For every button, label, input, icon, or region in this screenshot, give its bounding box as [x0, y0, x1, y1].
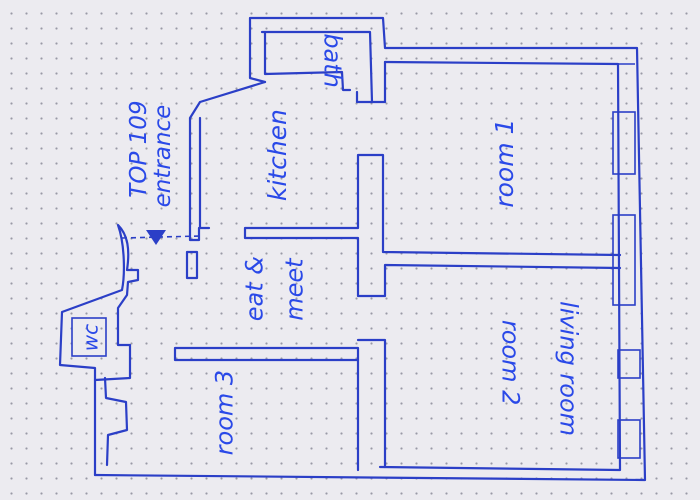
eat-meet-label-line1: eat & [240, 255, 269, 322]
wc-wall [58, 223, 140, 382]
window-room2-lower [617, 419, 641, 459]
wc-label: wc [78, 323, 103, 352]
room2-label: room 2 [496, 319, 525, 406]
top-number-label: TOP 109 [125, 100, 152, 198]
outer-wall-inner-line [103, 376, 129, 467]
window-room2-upper [617, 349, 641, 379]
kitchen-room1-divider [243, 153, 622, 298]
room3-label: room 3 [210, 369, 239, 456]
bath-wall [260, 30, 374, 104]
corridor-wall [188, 80, 267, 242]
corridor-wall-lower [185, 250, 199, 280]
bath-label: bath [318, 33, 347, 88]
entrance-label: entrance [149, 104, 176, 208]
outer-wall [93, 16, 647, 482]
kitchen-label: kitchen [262, 109, 292, 202]
window-room1-upper [612, 111, 636, 175]
room3-room2-divider [173, 338, 387, 472]
eat-meet-label-line2: meet [280, 258, 309, 321]
living-room-label: living room [554, 301, 583, 437]
room1-label: room 1 [489, 118, 519, 208]
window-room1-lower [612, 214, 636, 306]
entrance-marker-icon [146, 230, 166, 245]
bath-room-divider [370, 60, 387, 104]
wc-inner [71, 317, 107, 357]
